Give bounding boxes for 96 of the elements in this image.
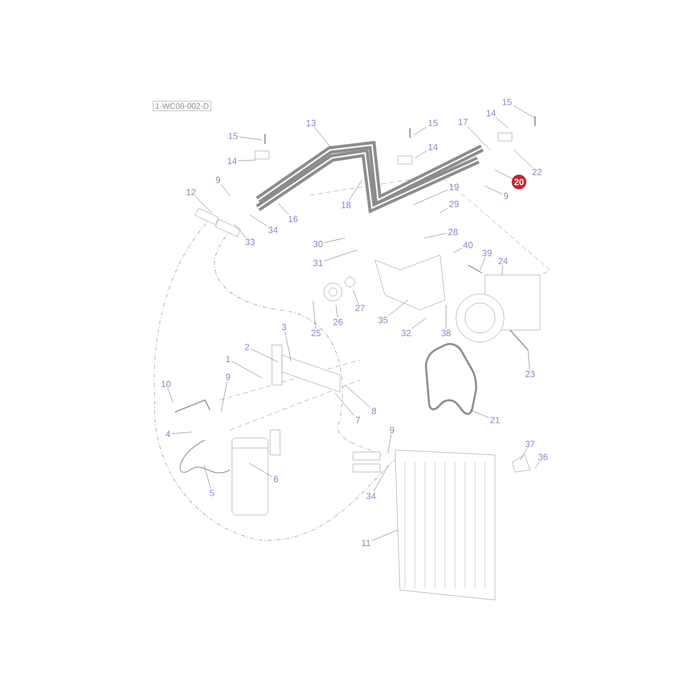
leader-line: [348, 180, 362, 201]
leader-line: [195, 196, 212, 214]
callout-number: 33: [245, 238, 255, 246]
callout-number: 17: [458, 118, 468, 126]
drawing-number-box: 1-WC08-002-D: [152, 100, 212, 112]
callout-number: 14: [228, 158, 237, 164]
leader-line: [480, 257, 486, 270]
callout-number: 29: [449, 200, 459, 208]
leader-line: [238, 160, 256, 161]
callout-number: 16: [288, 216, 298, 222]
leader-line: [528, 350, 530, 370]
leader-line: [470, 410, 489, 418]
callout-number: 5: [210, 490, 214, 496]
callout-number: 40: [463, 242, 473, 248]
callout-number: 35: [378, 316, 388, 324]
leader-line: [496, 117, 508, 128]
leader-line: [284, 331, 292, 362]
callout-number: 27: [355, 304, 365, 312]
leader-line: [352, 290, 359, 304]
leader-line: [221, 184, 230, 196]
callout-number: 4: [166, 430, 170, 438]
callout-number: 2: [244, 344, 250, 350]
callout-number: 18: [342, 202, 351, 208]
leader-line: [220, 381, 228, 412]
leader-line: [414, 126, 427, 136]
callout-number: 26: [333, 318, 343, 326]
callout-number: 21: [490, 416, 500, 424]
leader-line: [336, 304, 338, 318]
callout-number: 24: [498, 258, 508, 264]
callout-number: 9: [216, 176, 220, 184]
callout-number: 19: [450, 184, 459, 190]
leader-line: [334, 392, 355, 416]
leader-line: [514, 150, 533, 168]
leader-line: [424, 233, 447, 238]
callout-number: 15: [228, 132, 238, 140]
leader-line: [440, 208, 448, 214]
callout-number: 22: [532, 168, 542, 176]
leader-line: [250, 348, 278, 362]
leader-line: [324, 250, 358, 262]
leader-line: [324, 238, 346, 243]
leader-line: [278, 202, 290, 215]
callout-number: 34: [366, 492, 376, 500]
leader-line: [466, 126, 490, 150]
leader-line: [314, 127, 334, 150]
callout-number: 39: [482, 250, 492, 256]
callout-number: 15: [428, 120, 438, 126]
callout-number: 20: [512, 174, 526, 190]
callout-number: 7: [356, 416, 360, 424]
callout-number: 23: [525, 370, 535, 378]
leader-line: [248, 462, 272, 477]
leader-line: [312, 300, 316, 329]
callout-number: 36: [538, 454, 548, 460]
leader-line: [414, 150, 427, 158]
leader-line: [204, 464, 211, 489]
leader-line: [494, 170, 512, 179]
leader-line: [452, 248, 462, 254]
callout-number: 3: [282, 324, 286, 330]
leader-line: [232, 360, 262, 378]
callout-number: 15: [502, 98, 512, 106]
leader-line: [412, 318, 426, 329]
callout-number: 14: [428, 144, 438, 150]
leader-line: [372, 530, 398, 541]
leader-line: [412, 190, 448, 206]
leader-line: [520, 448, 528, 460]
callout-number: 34: [268, 226, 278, 234]
leader-line: [239, 136, 262, 140]
leader-line: [168, 388, 174, 402]
callout-number: 30: [313, 240, 323, 248]
leader-line: [250, 214, 267, 226]
leader-line: [502, 265, 503, 276]
leader-line: [484, 186, 502, 194]
callout-number: 37: [525, 440, 535, 448]
leader-line: [388, 434, 392, 454]
callout-number: 12: [186, 188, 196, 196]
callout-number: 8: [372, 408, 376, 414]
callout-number: 11: [362, 540, 370, 546]
leader-line: [344, 384, 370, 408]
callout-number: 32: [401, 330, 411, 336]
callout-number: 1: [226, 356, 230, 362]
callout-number: 10: [162, 380, 171, 388]
leader-line: [172, 432, 192, 434]
leader-line: [234, 224, 246, 238]
callout-number: 14: [486, 110, 496, 116]
callout-number: 6: [274, 476, 278, 482]
leader-line: [513, 105, 536, 118]
callout-number: 31: [313, 260, 323, 266]
callout-number: 9: [390, 426, 394, 434]
callout-number: 25: [311, 330, 321, 336]
leader-line: [373, 466, 388, 492]
callout-number: 38: [441, 330, 451, 336]
leader-line: [534, 461, 540, 468]
callout-number: 13: [306, 120, 316, 126]
callout-number: 9: [504, 192, 508, 200]
leader-line: [388, 300, 408, 316]
callout-number: 9: [226, 374, 230, 380]
callout-number: 28: [448, 228, 458, 236]
